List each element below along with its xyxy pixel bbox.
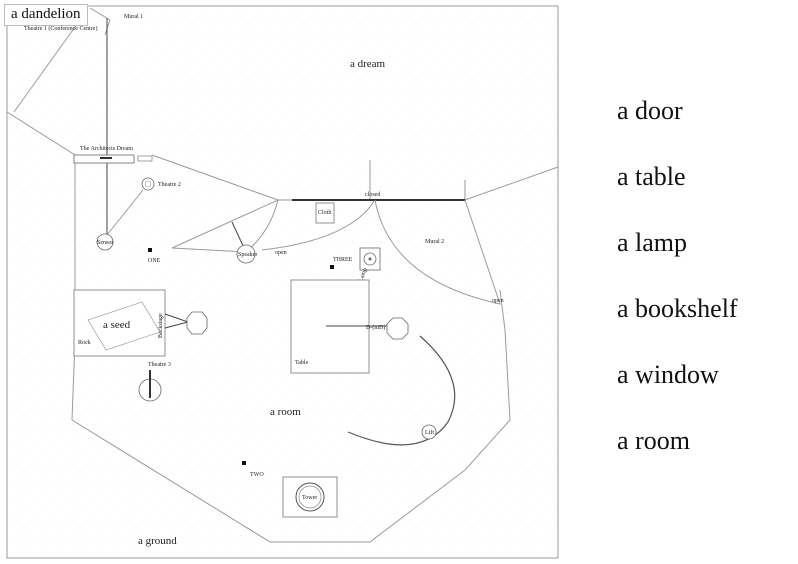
label-closed: closed — [365, 192, 380, 198]
label-table: Table — [295, 360, 309, 366]
cloth-box — [315, 202, 335, 224]
label-theatre-2: Theatre 2 — [158, 182, 181, 188]
label-tower: Tower — [302, 495, 317, 501]
label-theatre-3: Theatre 3 — [148, 362, 171, 368]
map-frame — [6, 5, 559, 559]
label-sensor: Sensor — [97, 240, 113, 246]
legend-item-room: a room — [617, 426, 690, 455]
label-two: TWO — [250, 472, 264, 478]
legend-item-lamp: a lamp — [617, 228, 688, 257]
label-rock: Rock — [78, 340, 91, 346]
speaker-marker — [236, 244, 256, 264]
label-open-1: open — [275, 250, 287, 256]
label-speaker: Speaker — [238, 252, 257, 258]
tower-box — [282, 476, 338, 518]
label-lift: Lift — [425, 429, 434, 436]
door-closed — [261, 199, 376, 251]
door-mural-2 — [374, 199, 501, 305]
label-mural-1: Mural 1 — [124, 14, 143, 20]
legend-item-window: a window — [617, 360, 719, 389]
label-one: ONE — [148, 258, 161, 264]
label-architects-dream: The Architects Dream — [80, 146, 133, 152]
point-two — [242, 461, 246, 465]
label-mural-2: Mural 2 — [425, 239, 444, 245]
map-title: a dandelion — [4, 4, 88, 26]
label-backstage: Backstage — [158, 313, 164, 338]
backstage-octagon — [186, 311, 208, 335]
label-open-2: open — [492, 298, 504, 304]
legend: a door a table a lamp a bookshelf a wind… — [617, 94, 787, 457]
legend-item-table: a table — [617, 162, 686, 191]
point-three — [330, 265, 334, 269]
label-lamp: Lamp — [358, 267, 368, 282]
label-d-md: D-(mD) — [366, 324, 385, 331]
label-theatre-1: Theatre 1 (Conference Centre) — [24, 25, 97, 32]
legend-item-door: a door — [617, 96, 683, 125]
d-octagon — [386, 317, 409, 340]
sensor-marker — [96, 233, 114, 251]
curved-wall — [347, 335, 456, 446]
label-a-seed: a seed — [103, 319, 131, 331]
label-cloth: Cloth — [318, 210, 331, 216]
label-three: THREE — [333, 257, 353, 263]
legend-item-bookshelf: a bookshelf — [617, 294, 738, 323]
label-a-dream: a dream — [350, 58, 386, 70]
label-a-room: a room — [270, 406, 301, 418]
rock-box — [73, 289, 166, 357]
label-a-ground: a ground — [138, 535, 177, 547]
lift-marker — [421, 424, 437, 440]
theatre-2-marker — [141, 177, 155, 191]
point-one — [148, 248, 152, 252]
seed-diamond — [87, 301, 161, 351]
